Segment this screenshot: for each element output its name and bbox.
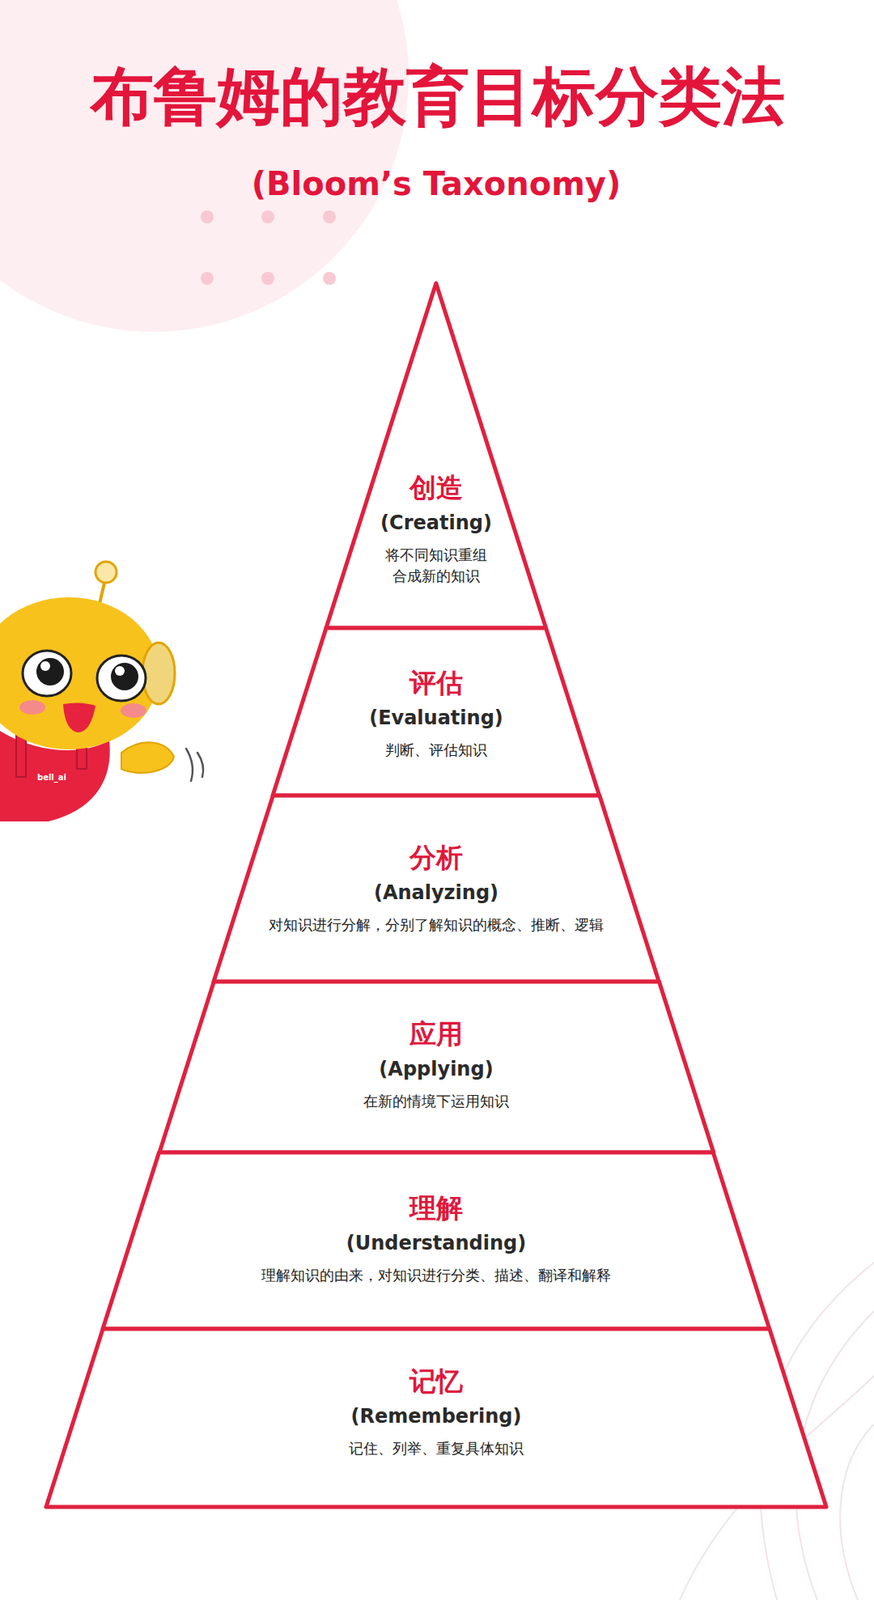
level-title: 记忆	[152, 1365, 720, 1398]
level-text: 应用 (Applying) 在新的情境下运用知识	[225, 1018, 647, 1112]
pyramid-level: 分析 (Analyzing) 对知识进行分解，分别了解知识的概念、推断、逻辑	[210, 792, 662, 985]
level-term: (Evaluating)	[314, 706, 558, 730]
level-text: 评估 (Evaluating) 判断、评估知识	[314, 666, 558, 761]
level-term: (Applying)	[225, 1057, 647, 1082]
pyramid-level: 创造 (Creating) 将不同知识重组 合成新的知识	[322, 280, 550, 632]
pyramid-level: 理解 (Understanding) 理解知识的由来，对知识进行分类、描述、翻译和解…	[99, 1149, 773, 1333]
level-text: 创造 (Creating) 将不同知识重组 合成新的知识	[377, 471, 496, 588]
level-term: (Analyzing)	[241, 881, 631, 905]
level-description: 记住、列举、重复具体知识	[152, 1438, 720, 1460]
level-text: 记忆 (Remembering) 记住、列举、重复具体知识	[152, 1365, 720, 1460]
pyramid-level: 应用 (Applying) 在新的情境下运用知识	[156, 978, 718, 1156]
level-description: 对知识进行分解，分别了解知识的概念、推断、逻辑	[241, 914, 631, 936]
diagram-title: 布鲁姆的教育目标分类法	[90, 55, 785, 141]
level-term: (Understanding)	[193, 1231, 679, 1256]
pyramid-level: 记忆 (Remembering) 记住、列举、重复具体知识	[42, 1325, 830, 1511]
level-term: (Creating)	[377, 511, 496, 535]
level-description: 理解知识的由来，对知识进行分类、描述、翻译和解释	[193, 1264, 679, 1286]
mascot-badge: bell_ai	[37, 772, 67, 782]
subtitle: (Bloom’s Taxonomy)	[251, 165, 621, 203]
level-text: 分析 (Analyzing) 对知识进行分解，分别了解知识的概念、推断、逻辑	[241, 841, 631, 936]
mascot	[0, 561, 204, 822]
level-text: 理解 (Understanding) 理解知识的由来，对知识进行分类、描述、翻译和解…	[193, 1192, 679, 1286]
level-description: 判断、评估知识	[314, 739, 558, 761]
level-title: 分析	[241, 841, 631, 874]
level-title: 应用	[225, 1018, 647, 1051]
level-description: 将不同知识重组 合成新的知识	[377, 544, 496, 587]
level-title: 创造	[377, 471, 496, 505]
level-term: (Remembering)	[152, 1404, 720, 1429]
level-title: 理解	[193, 1192, 679, 1225]
level-description: 在新的情境下运用知识	[225, 1090, 647, 1112]
pyramid-level: 评估 (Evaluating) 判断、评估知识	[269, 624, 603, 799]
level-title: 评估	[314, 666, 558, 700]
dot-grid	[200, 210, 336, 285]
